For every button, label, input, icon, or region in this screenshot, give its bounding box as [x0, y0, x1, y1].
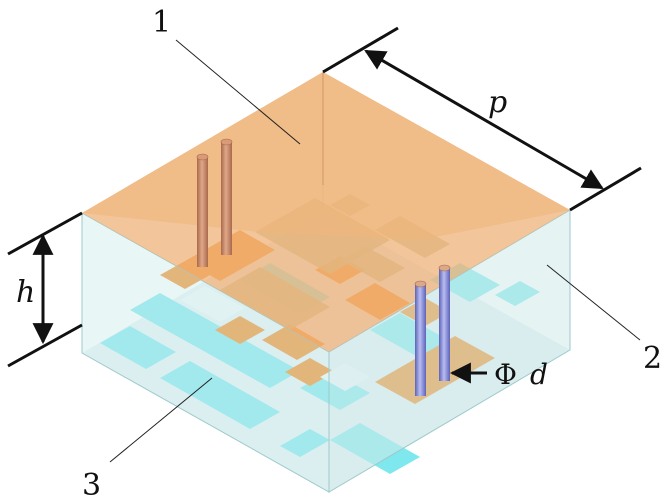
pattern-light-cell [180, 286, 245, 322]
dimension-h-label: h [16, 275, 35, 310]
via-blue [439, 268, 450, 381]
pattern-cyan-cell [100, 326, 176, 369]
extension-line [7, 323, 83, 368]
pattern-orange-cell [262, 324, 325, 360]
callout-3: 3 [82, 377, 213, 500]
dimension-d: Φ d [449, 358, 548, 391]
leader-line [175, 39, 301, 145]
via-cap [438, 264, 451, 272]
callout-2-label: 2 [643, 341, 662, 376]
via-pair-left [196, 138, 233, 267]
dimension-p: p [322, 26, 642, 212]
dimension-arrow [364, 49, 604, 190]
extension-line [7, 211, 83, 256]
callout-1: 1 [152, 5, 301, 145]
pattern-cyan-cell [280, 429, 330, 457]
leader-line [109, 377, 213, 463]
dimension-d-label: d [530, 358, 548, 391]
via-cap [220, 138, 233, 146]
extension-line [569, 166, 642, 212]
callout-1-label: 1 [152, 5, 171, 40]
via-blue [415, 284, 426, 396]
callout-3-label: 3 [82, 468, 101, 500]
via-pair-right [414, 264, 451, 396]
via-copper [197, 157, 208, 267]
via-cap [196, 153, 209, 161]
via-cap [414, 280, 427, 288]
dimension-h: h [7, 211, 83, 368]
pattern-orange-cell [215, 316, 265, 344]
via-copper [221, 142, 232, 255]
phi-symbol: Φ [494, 358, 517, 391]
callout-2: 2 [546, 264, 662, 376]
pattern-cyan-cell [160, 361, 280, 429]
leader-line [546, 264, 641, 341]
extension-line [322, 26, 399, 74]
pattern-cyan-cell [130, 293, 300, 388]
pattern-orange-cell [285, 358, 335, 386]
dimension-p-label: p [488, 85, 507, 120]
